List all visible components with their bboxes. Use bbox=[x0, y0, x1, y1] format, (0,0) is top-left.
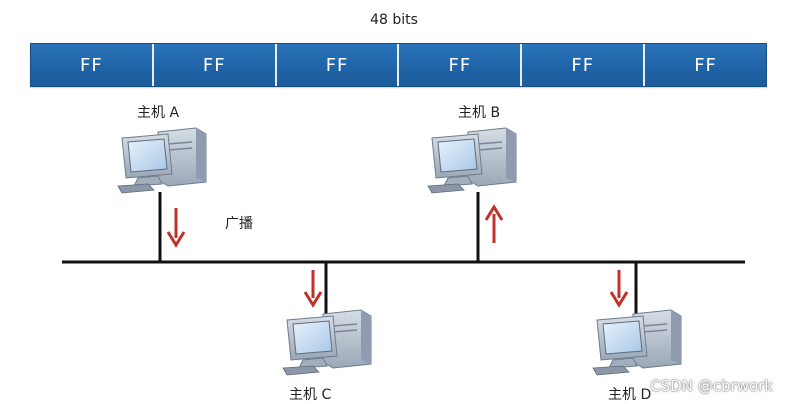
mac-byte-cell: FF bbox=[522, 44, 646, 86]
host-d-down-arrow-icon bbox=[609, 270, 629, 308]
broadcast-label: 广播 bbox=[225, 216, 253, 232]
mac-byte-cell: FF bbox=[31, 44, 154, 86]
host-b-label: 主机 B bbox=[458, 105, 501, 121]
host-a-down-arrow-icon bbox=[166, 208, 186, 248]
host-a-computer-icon bbox=[117, 127, 207, 194]
host-b-up-arrow-icon bbox=[484, 204, 504, 243]
mac-byte-cell: FF bbox=[153, 44, 277, 86]
host-c-computer-icon bbox=[282, 309, 372, 376]
host-d-label: 主机 D bbox=[608, 387, 652, 403]
broadcast-mac-frame: FF FF FF FF FF FF bbox=[30, 43, 767, 87]
host-b-computer-icon bbox=[427, 127, 517, 194]
host-c-label: 主机 C bbox=[289, 387, 332, 403]
frame-width-label: 48 bits bbox=[370, 12, 418, 28]
csdn-watermark: CSDN @cbrwork bbox=[650, 377, 773, 395]
host-c-down-arrow-icon bbox=[303, 270, 323, 308]
mac-byte-cell: FF bbox=[276, 44, 400, 86]
host-d-computer-icon bbox=[592, 309, 682, 376]
host-a-label: 主机 A bbox=[137, 105, 180, 121]
mac-byte-cell: FF bbox=[645, 44, 766, 86]
mac-byte-cell: FF bbox=[399, 44, 523, 86]
